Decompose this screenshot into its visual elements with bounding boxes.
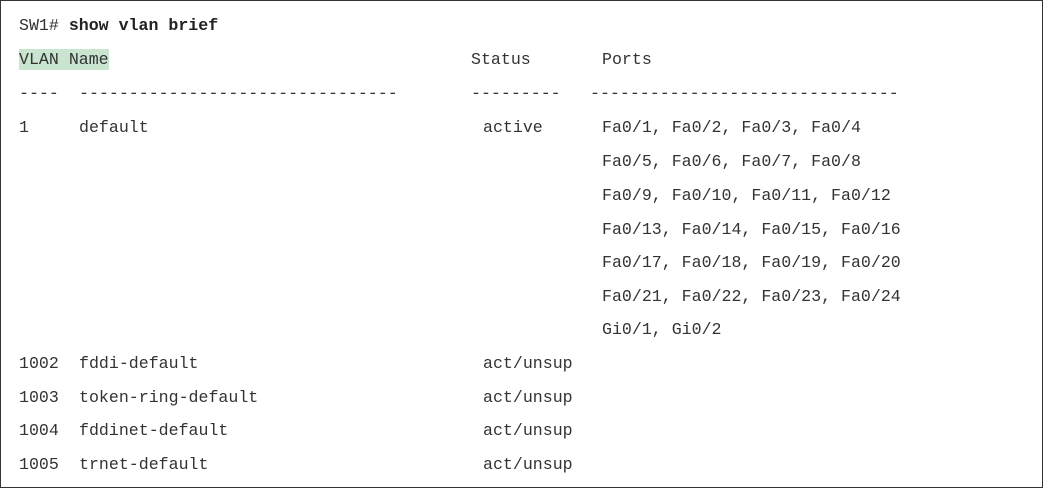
header-name: Name	[68, 50, 109, 69]
row-ports-line: Gi0/1, Gi0/2	[602, 320, 722, 339]
row-name: token-ring-default	[79, 388, 259, 407]
header-status: Status	[471, 50, 531, 69]
separator-name: --------------------------------	[79, 84, 398, 103]
separator-status: ---------	[471, 84, 561, 103]
row-ports-line: Fa0/1, Fa0/2, Fa0/3, Fa0/4	[602, 118, 861, 137]
row-status: act/unsup	[483, 455, 573, 474]
row-status: act/unsup	[483, 354, 573, 373]
row-name: default	[79, 118, 149, 137]
header-ports: Ports	[602, 50, 652, 69]
header-vlan-name: VLAN Name	[19, 49, 109, 70]
row-status: act/unsup	[483, 421, 573, 440]
prompt: SW1#	[19, 16, 59, 35]
row-ports-line: Fa0/5, Fa0/6, Fa0/7, Fa0/8	[602, 152, 861, 171]
row-name: fddi-default	[79, 354, 199, 373]
row-vlan: 1005	[19, 455, 59, 474]
command-line: SW1# show vlan brief	[19, 16, 218, 36]
row-ports-line: Fa0/17, Fa0/18, Fa0/19, Fa0/20	[602, 253, 901, 272]
row-name: trnet-default	[79, 455, 209, 474]
row-vlan: 1004	[19, 421, 59, 440]
row-vlan: 1002	[19, 354, 59, 373]
row-ports-line: Fa0/13, Fa0/14, Fa0/15, Fa0/16	[602, 220, 901, 239]
row-vlan: 1	[19, 118, 29, 137]
separator-ports: -------------------------------	[590, 84, 899, 103]
row-ports-line: Fa0/21, Fa0/22, Fa0/23, Fa0/24	[602, 287, 901, 306]
row-status: act/unsup	[483, 388, 573, 407]
row-ports-line: Fa0/9, Fa0/10, Fa0/11, Fa0/12	[602, 186, 891, 205]
separator-vlan: ----	[19, 84, 59, 103]
header-row: VLAN Name	[19, 49, 109, 70]
row-name: fddinet-default	[79, 421, 229, 440]
row-vlan: 1003	[19, 388, 59, 407]
header-vlan: VLAN	[19, 50, 59, 69]
row-status: active	[483, 118, 543, 137]
command-text: show vlan brief	[68, 16, 219, 35]
